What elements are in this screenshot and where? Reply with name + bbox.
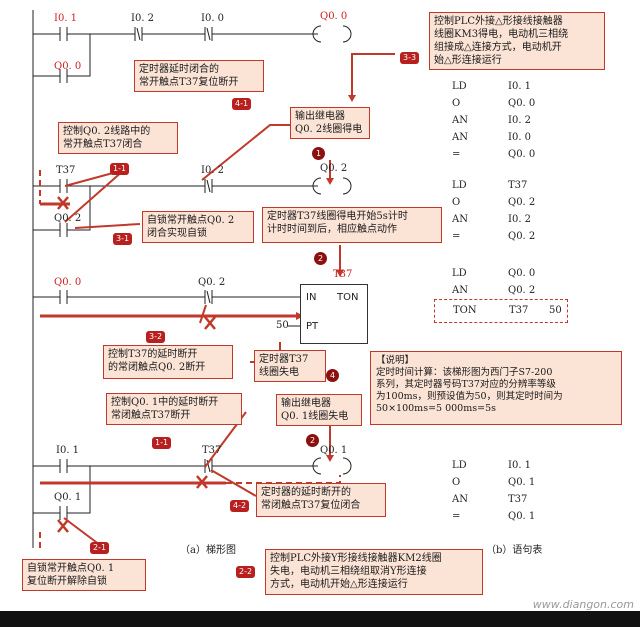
contact-label-i01: I0. 1: [54, 13, 78, 24]
contact-label-q00-r3: Q0. 0: [54, 277, 82, 288]
seal-label-q02: Q0. 2: [54, 213, 82, 224]
step-badge-3-1: 3-1: [113, 233, 133, 245]
caption-ladder: （a）梯形图: [180, 545, 236, 556]
callout-1-1-bottom: 控制Q0. 1中的延时断开常闭触点T37断开: [106, 393, 242, 425]
break-mark: [57, 519, 69, 533]
step-badge-4-2: 4-2: [230, 500, 250, 512]
contact-label-t37: T37: [56, 165, 76, 176]
caption-stl: （b）语句表: [486, 545, 543, 556]
timer-explanation-note: 【说明】 定时时间计算：该梯形图为西门子S7-200 系列，其定时器号码T37对…: [370, 351, 622, 425]
step-badge-3-3: 3-3: [400, 52, 420, 64]
seal-label-q00: Q0. 0: [54, 61, 82, 72]
break-mark: [196, 475, 208, 489]
break-mark: [204, 316, 216, 330]
step-dot-1: 1: [312, 147, 325, 160]
step-dot-4: 4: [326, 369, 339, 382]
step-badge-2-1: 2-1: [90, 542, 110, 554]
callout-t37-timing: 定时器T37线圈得电开始5s计时计时时间到后，相应触点动作: [262, 207, 442, 243]
step-dot-2b: 2: [306, 434, 319, 447]
contact-label-i00: I0. 0: [201, 13, 225, 24]
callout-1-1-top: 控制Q0. 2线路中的常开触点T37闭合: [58, 122, 178, 154]
step-badge-3-2: 3-2: [146, 331, 166, 343]
callout-2-2: 控制PLC外接Y形接线接触器KM2线圈失电，电动机三相绕组取消Y形连接 方式，电…: [265, 549, 483, 595]
ton-preset-value: 50: [276, 320, 289, 331]
contact-label-i01-r4: I0. 1: [56, 445, 80, 456]
step-badge-4-1: 4-1: [232, 98, 252, 110]
callout-4-2: 定时器的延时断开的常闭触点T37复位闭合: [256, 483, 386, 517]
stl-ton-line: TON T37 50: [434, 299, 568, 323]
break-mark: [57, 196, 69, 210]
coil-label-q00: Q0. 0: [320, 11, 348, 22]
contact-label-i02-r2: I0. 2: [201, 165, 225, 176]
coil-label-q01: Q0. 1: [320, 445, 348, 456]
step-dot-2: 2: [314, 252, 327, 265]
step-badge-1-1-bottom: 1-1: [152, 437, 172, 449]
watermark: www.diangon.com: [532, 598, 634, 611]
contact-label-q02-r3: Q0. 2: [198, 277, 226, 288]
ton-pt-pin: PT: [306, 321, 319, 332]
contact-label-t37-r4: T37: [202, 445, 222, 456]
step-badge-2-2: 2-2: [236, 566, 256, 578]
ton-in-pin: IN: [306, 292, 317, 303]
step-badge-1-1-top: 1-1: [110, 163, 130, 175]
callout-3-2: 控制T37的延时断开的常闭触点Q0. 2断开: [103, 345, 233, 379]
timer-label-t37: T37: [333, 269, 353, 280]
callout-4-1: 定时器延时闭合的常开触点T37复位断开: [134, 60, 264, 92]
bottom-bar: [0, 611, 640, 627]
seal-label-q01: Q0. 1: [54, 492, 82, 503]
contact-label-i02: I0. 2: [131, 13, 155, 24]
callout-3-3: 控制PLC外接△形接线接触器线圈KM3得电，电动机三相绕 组接成△连接方式，电动…: [429, 12, 605, 70]
coil-label-q02: Q0. 2: [320, 163, 348, 174]
ton-type-label: TON: [337, 292, 359, 303]
ton-timer-block: IN TON PT: [300, 284, 368, 344]
